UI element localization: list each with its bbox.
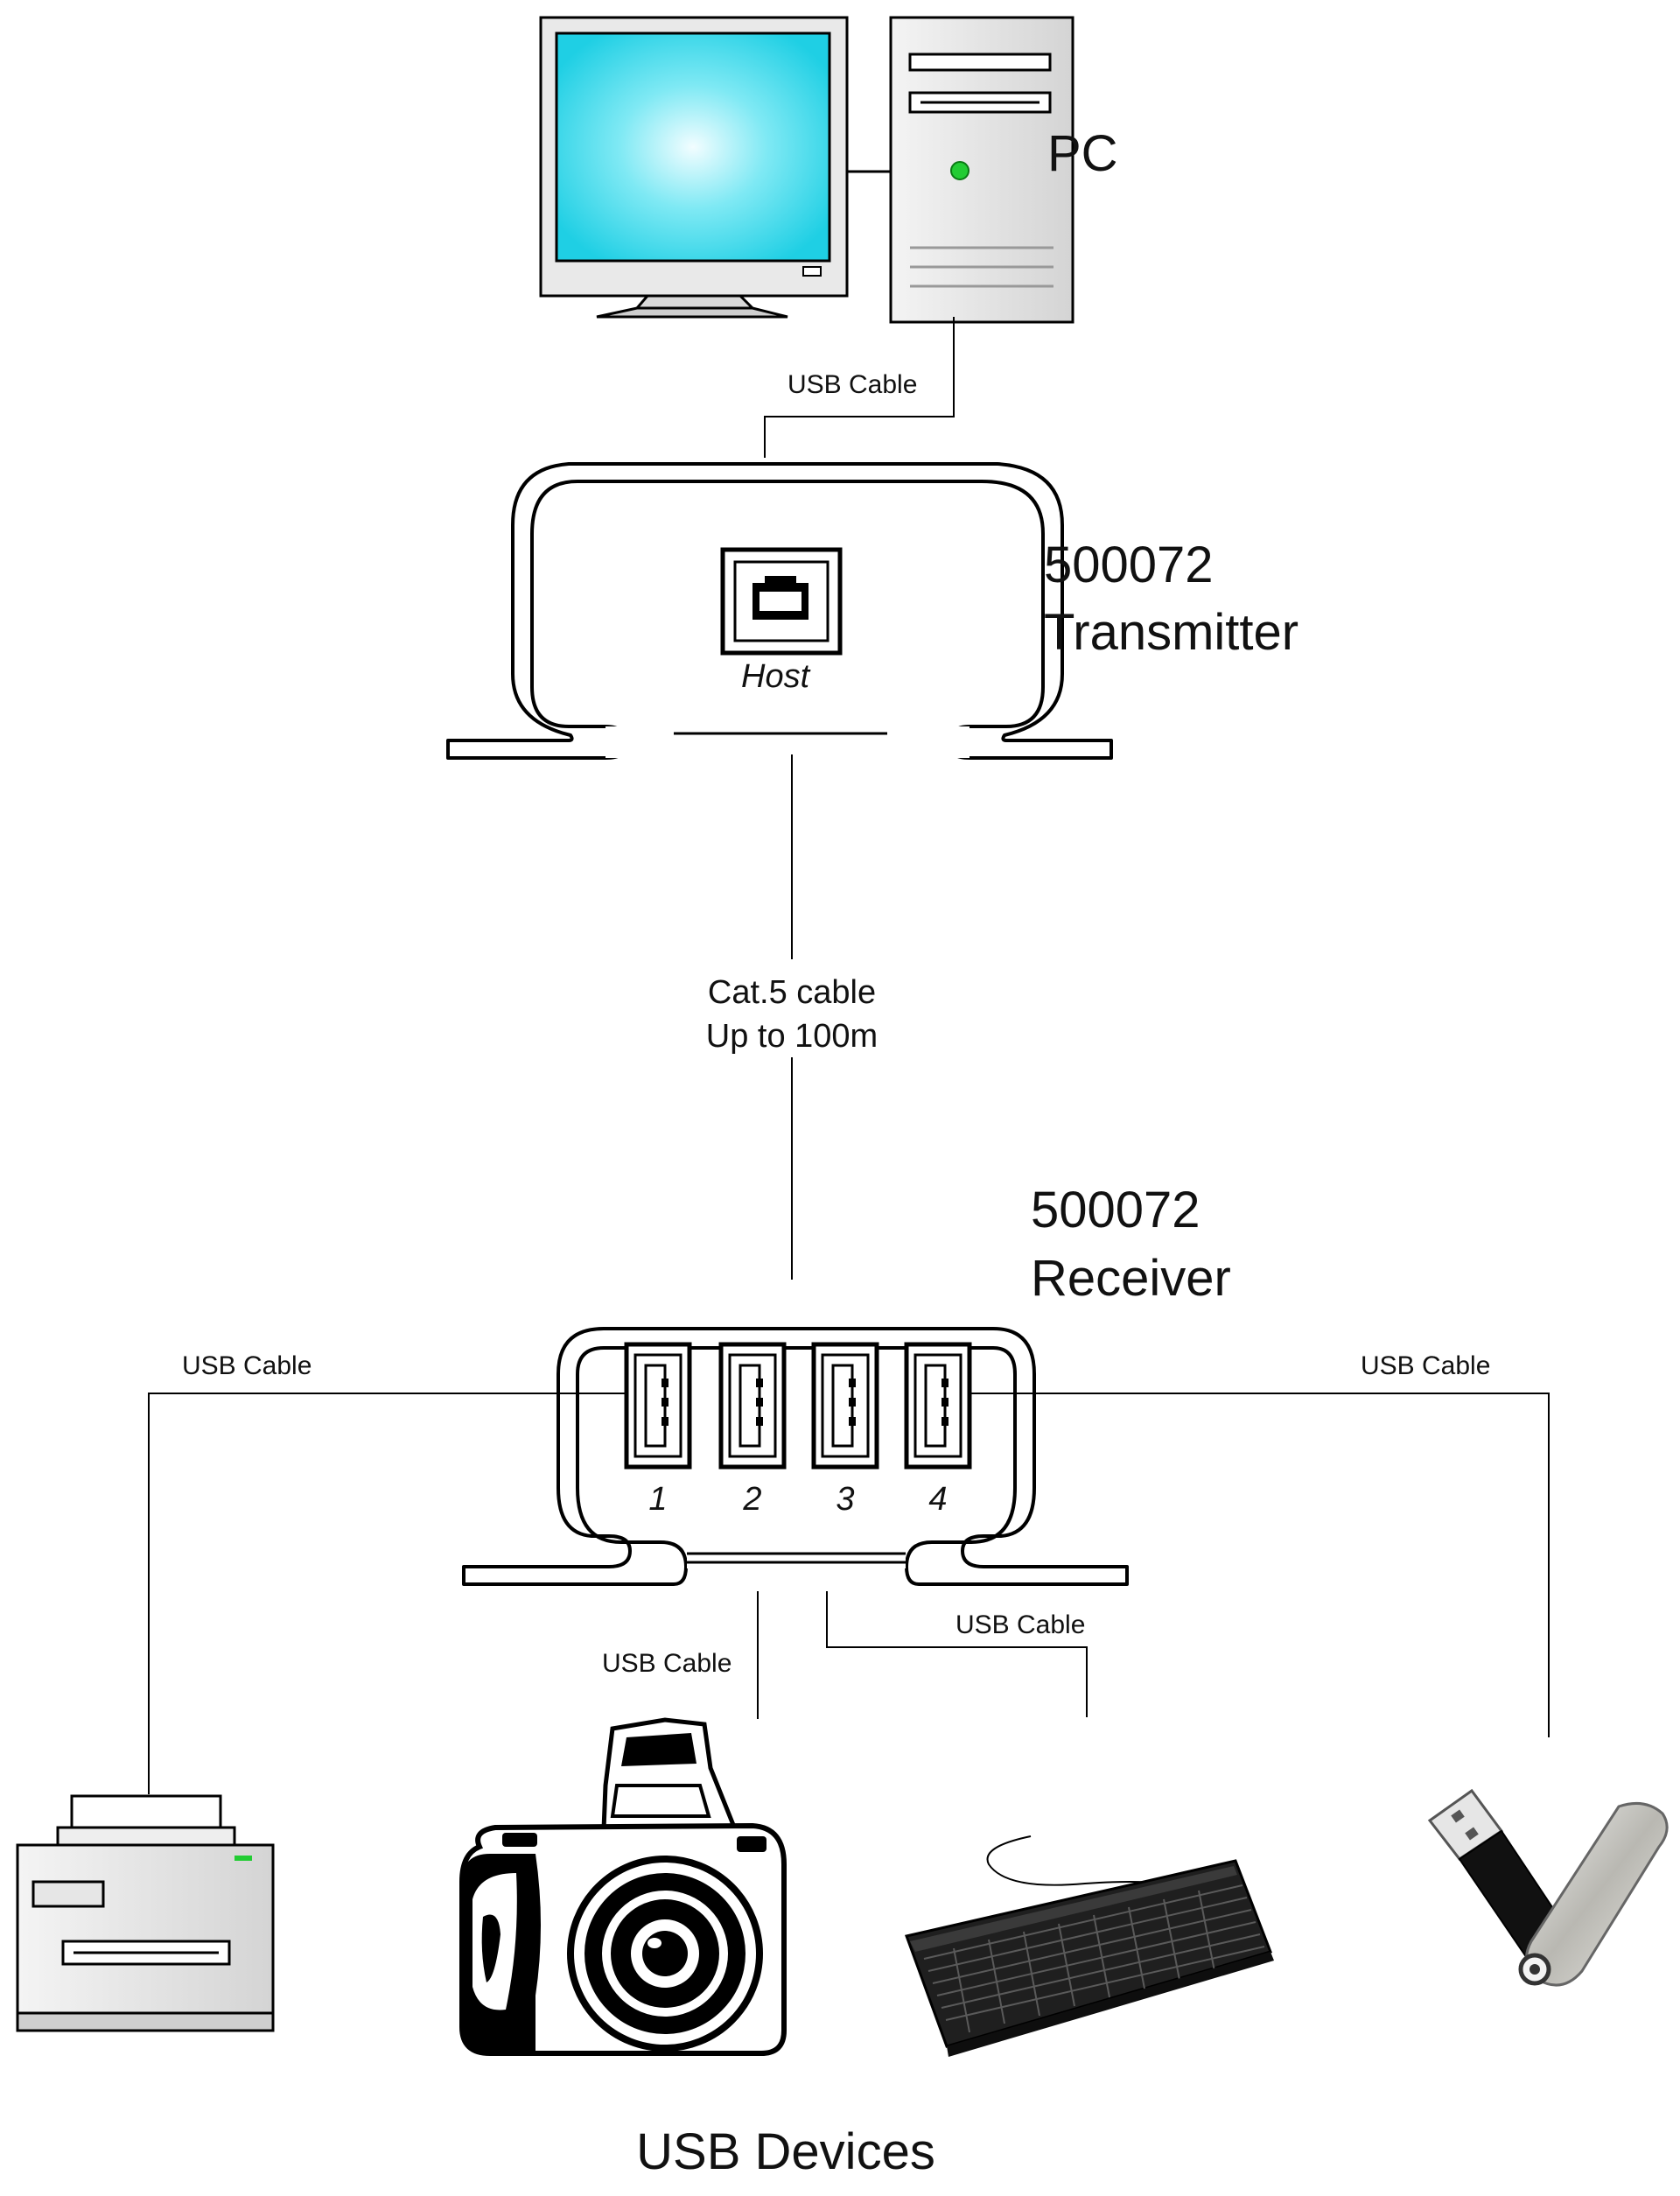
usb-cable-label-flash-drive: USB Cable: [1361, 1351, 1490, 1380]
transmitter-device: Host: [446, 462, 1113, 760]
usb-port-1: [624, 1342, 692, 1470]
usb-cable-pc: [764, 317, 955, 458]
usb-cable-flash-drive: [970, 1393, 1550, 1737]
usb-cable-keyboard: [826, 1591, 1088, 1717]
camera-icon: [459, 1717, 787, 2056]
host-port-label: Host: [741, 658, 811, 695]
host-port: [720, 547, 843, 656]
usb-cable-label-camera: USB Cable: [602, 1649, 732, 1678]
printer-icon: [16, 1794, 275, 2032]
port-number-2: 2: [742, 1481, 761, 1518]
receiver-model: 500072: [1031, 1182, 1200, 1238]
keyboard-icon: [905, 1835, 1274, 2057]
port-number-4: 4: [928, 1481, 947, 1518]
usb-cable-label-pc: USB Cable: [788, 370, 917, 399]
cat5-label-line2: Up to 100m: [706, 1018, 878, 1055]
flash-drive-icon: [1427, 1788, 1669, 1987]
usb-cable-label-printer: USB Cable: [182, 1351, 312, 1380]
usb-cable-label-keyboard: USB Cable: [956, 1610, 1085, 1639]
transmitter-model: 500072: [1044, 537, 1214, 593]
usb-port-2: [718, 1342, 787, 1470]
usb-port-3: [811, 1342, 879, 1470]
power-led: [950, 161, 970, 180]
receiver-device: 1 2 3 4: [462, 1327, 1129, 1586]
port-number-1: 1: [648, 1481, 667, 1518]
usb-port-4: [904, 1342, 972, 1470]
usb-cable-printer: [148, 1393, 626, 1794]
cat5-label-line1: Cat.5 cable: [708, 974, 876, 1011]
pc-label: PC: [1047, 125, 1118, 182]
receiver-name: Receiver: [1031, 1250, 1231, 1307]
port-number-3: 3: [836, 1481, 854, 1518]
usb-devices-label: USB Devices: [636, 2123, 935, 2180]
transmitter-name: Transmitter: [1044, 604, 1298, 661]
pc-icon: [539, 16, 1074, 324]
